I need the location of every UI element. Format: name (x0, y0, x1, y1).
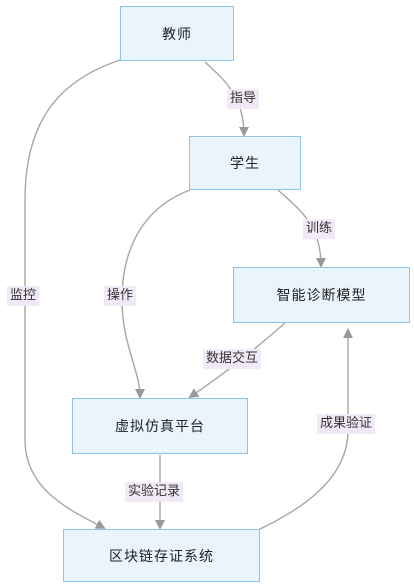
node-model[interactable]: 智能诊断模型 (233, 267, 410, 323)
node-student-label: 学生 (230, 156, 260, 172)
edge-label-result-verify: 成果验证 (317, 414, 376, 434)
edge-label-data-exchange: 数据交互 (203, 349, 262, 369)
edge-label-train: 训练 (303, 219, 336, 239)
node-platform-label: 虚拟仿真平台 (115, 419, 205, 435)
edge-label-experiment-record: 实验记录 (125, 482, 184, 502)
node-blockchain[interactable]: 区块链存证系统 (63, 529, 260, 582)
node-teacher-label: 教师 (162, 26, 192, 43)
edge-result-verify (257, 328, 353, 531)
node-model-label: 智能诊断模型 (276, 288, 367, 304)
node-teacher[interactable]: 教师 (120, 6, 234, 61)
node-blockchain-label: 区块链存证系统 (109, 548, 214, 565)
edge-label-guide: 指导 (227, 89, 260, 109)
node-platform[interactable]: 虚拟仿真平台 (72, 398, 248, 454)
edge-monitor (24, 59, 121, 529)
node-student[interactable]: 学生 (189, 136, 301, 190)
edge-label-monitor: 监控 (7, 286, 40, 306)
edge-label-operate: 操作 (104, 286, 137, 306)
